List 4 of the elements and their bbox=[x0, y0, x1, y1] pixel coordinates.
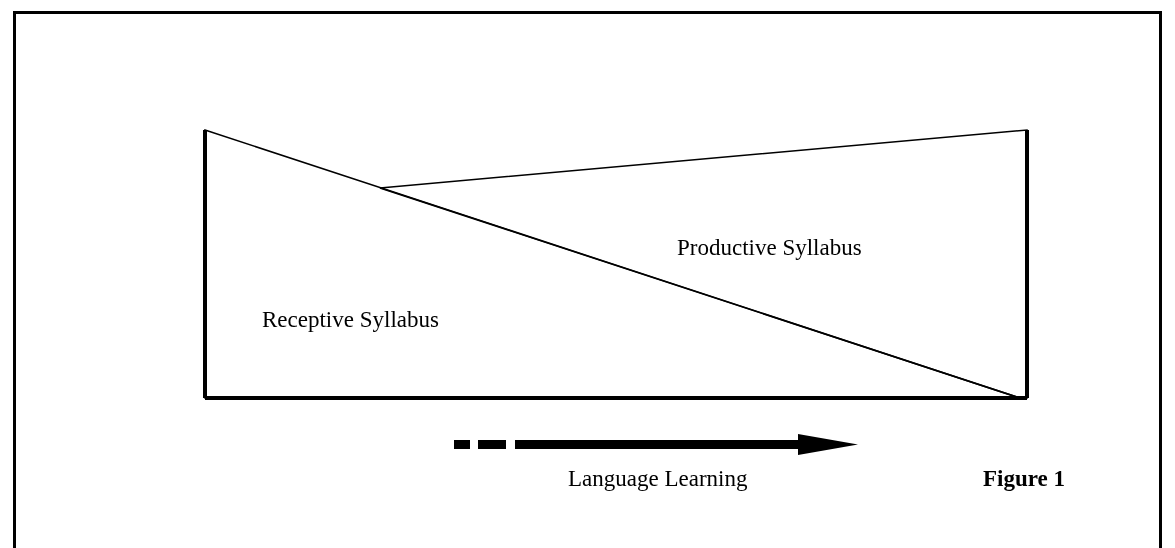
region-label: Productive Syllabus bbox=[677, 235, 862, 261]
region-label: Receptive Syllabus bbox=[262, 307, 439, 333]
figure-caption: Figure 1 bbox=[983, 466, 1065, 492]
axis-label: Language Learning bbox=[568, 466, 748, 492]
